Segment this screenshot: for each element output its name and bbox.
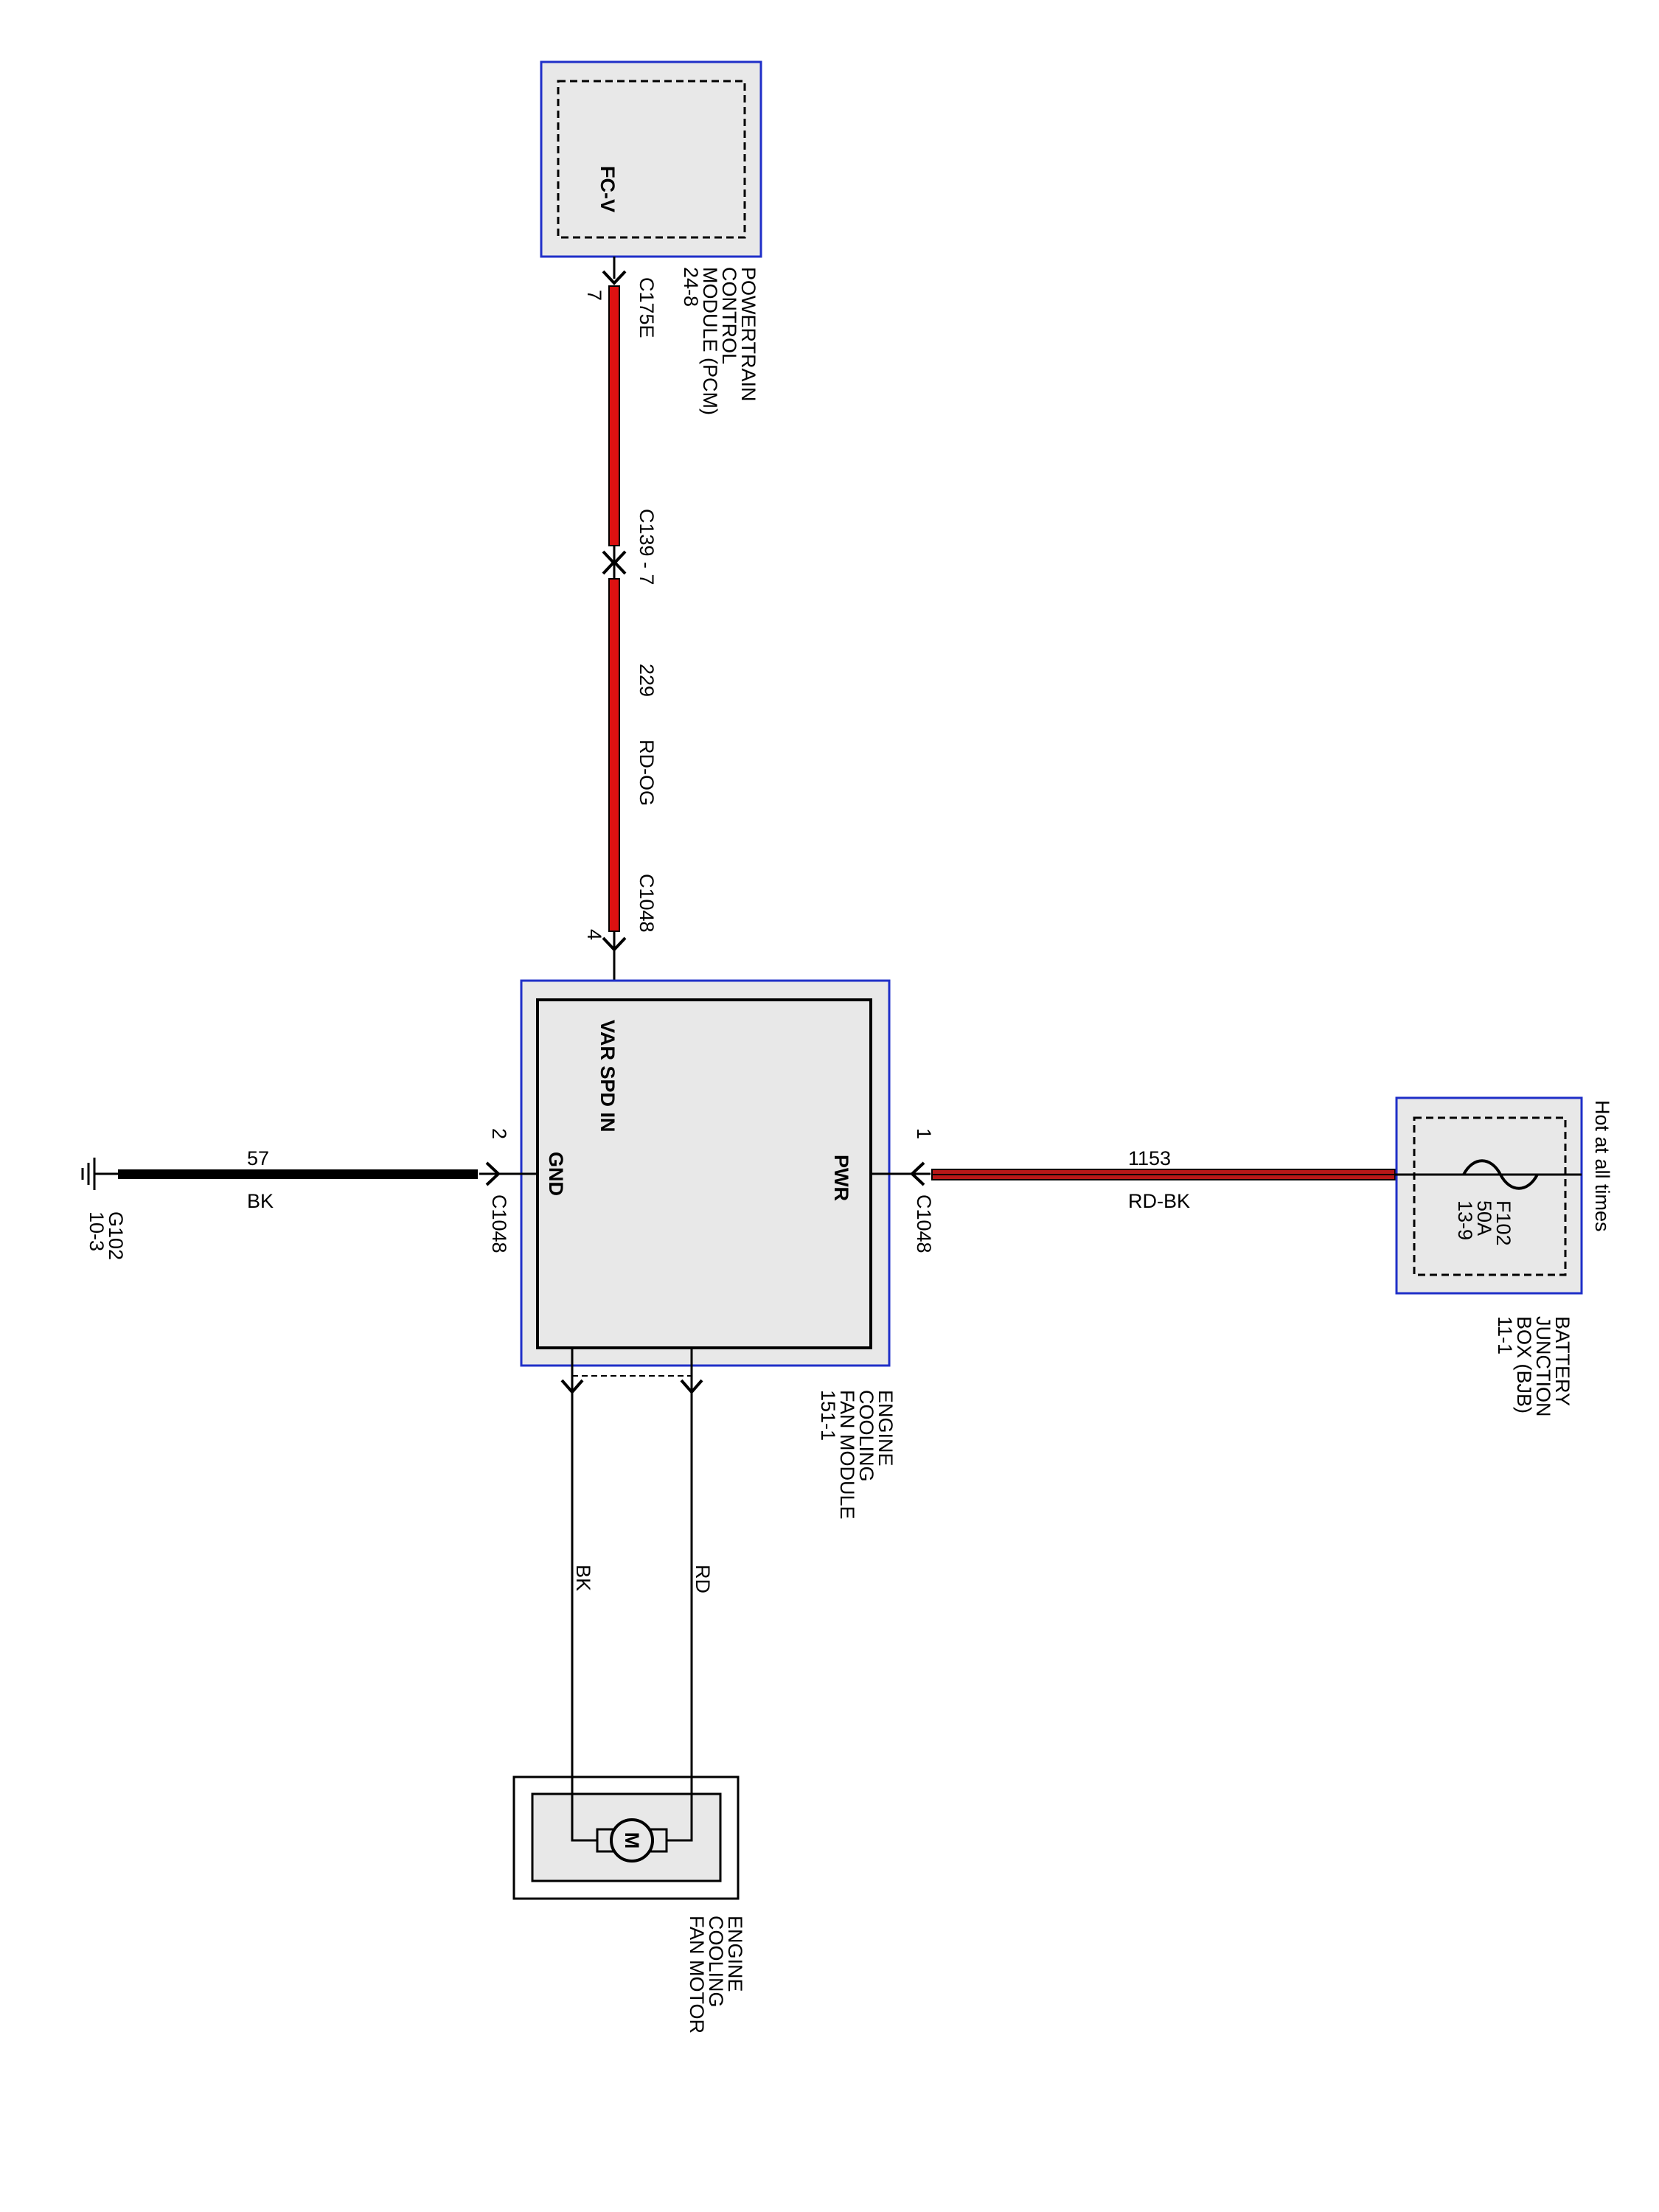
bjb-name: BATTERY JUNCTION BOX (BJB) 11-1	[1494, 1316, 1573, 1417]
bjb-name-line-4: 11-1	[1494, 1316, 1516, 1354]
fan-motor-name-line-3: FAN MOTOR	[686, 1916, 708, 2034]
motor-wires: BK RD	[560, 1348, 714, 1840]
motor-symbol: M	[621, 1832, 643, 1849]
connector-c1048-right-pin: 1	[913, 1128, 935, 1139]
wire-229-color: RD-OG	[636, 740, 658, 806]
fan-motor-name: ENGINE COOLING FAN MOTOR	[686, 1916, 746, 2034]
fuse-id: F102	[1492, 1200, 1514, 1246]
motor-wire-loop-rd	[667, 1794, 693, 1842]
ground-symbol-icon	[81, 1158, 118, 1190]
fan-module-name-line-3: FAN MODULE	[836, 1390, 858, 1520]
fan-module-name-line-2: COOLING	[855, 1390, 877, 1482]
pcm-module: FC-V POWERTRAIN CONTROL MODULE (PCM) 24-…	[540, 60, 762, 415]
connector-c175e-label: C175E	[636, 277, 658, 338]
connector-c175e-symbol	[602, 270, 627, 285]
fuse-ref: 13-9	[1454, 1200, 1476, 1240]
motor-connector-rd-symbol	[680, 1379, 703, 1395]
fan-motor: M ENGINE COOLING FAN MOTOR	[512, 1775, 746, 2034]
fan-module-pwr-label: PWR	[830, 1155, 852, 1201]
wire-57-bk	[118, 1169, 478, 1179]
wire-229-circuit: 229	[636, 664, 658, 697]
fan-motor-name-line-1: ENGINE	[724, 1916, 746, 1992]
motor-wire-rd-label: RD	[692, 1565, 714, 1593]
connector-c1048-right-label: C1048	[913, 1194, 935, 1253]
fan-module-gnd-label: GND	[545, 1152, 567, 1196]
connector-c1048-top-pin: 4	[583, 929, 605, 940]
fan-motor-name-line-2: COOLING	[705, 1916, 727, 2008]
connector-c1048-left-label: C1048	[488, 1194, 510, 1253]
ground-circuit: 57 BK 2 C1048 G102 10-3	[81, 1128, 538, 1260]
pcm-name-line-1: POWERTRAIN	[737, 267, 759, 402]
connector-c175e: C175E 7	[583, 257, 658, 338]
pcm-name: POWERTRAIN CONTROL MODULE (PCM) 24-8	[680, 267, 759, 415]
pcm-pin-label: FC-V	[597, 166, 619, 212]
bjb-inner-dashed	[1413, 1116, 1567, 1276]
bjb-name-line-2: JUNCTION	[1532, 1316, 1554, 1417]
pcm-name-line-4: 24-8	[680, 267, 702, 307]
connector-c139-symbol-bottom	[602, 560, 627, 575]
wire-1153-color: RD-BK	[1128, 1190, 1190, 1212]
power-circuit: 1153 RD-BK 1 C1048	[871, 1128, 1396, 1253]
fan-module-inner	[536, 998, 872, 1349]
ground-id: G102	[105, 1211, 127, 1260]
bjb-name-line-1: BATTERY	[1551, 1316, 1573, 1406]
wire-57-circuit: 57	[247, 1147, 269, 1169]
connector-c175e-pin: 7	[583, 290, 605, 301]
bjb-name-line-3: BOX (BJB)	[1513, 1316, 1535, 1413]
fan-motor-outer	[512, 1775, 740, 1900]
pcm-name-line-3: MODULE (PCM)	[699, 267, 721, 415]
fuse-rating: 50A	[1473, 1200, 1495, 1236]
fan-module-name-line-1: ENGINE	[874, 1390, 897, 1467]
connector-c1048-top-label: C1048	[636, 874, 658, 933]
connector-c1048-pin1-symbol	[910, 1161, 925, 1186]
fan-module-name: ENGINE COOLING FAN MODULE 151-1	[817, 1390, 897, 1520]
motor-wire-bk-label: BK	[572, 1565, 594, 1591]
connector-c1048-pin2-symbol	[485, 1161, 501, 1186]
motor-icon	[610, 1818, 654, 1863]
fan-module-var-spd-label: VAR SPD IN	[597, 1020, 619, 1133]
wire-1153-circuit: 1153	[1128, 1147, 1171, 1169]
wire-229-lower	[608, 578, 620, 932]
connector-c1048-pin4: C1048 4	[583, 874, 658, 1000]
ground-ref: 10-3	[86, 1211, 108, 1251]
connector-c1048-left-pin: 2	[488, 1128, 510, 1139]
bjb-module: F102 50A 13-9 Hot at all times BATTERY J…	[1395, 1096, 1613, 1417]
connector-c139: C139 - 7	[602, 509, 658, 585]
fuse-icon	[1462, 1159, 1539, 1190]
connector-c139-label: C139 - 7	[636, 509, 658, 585]
fan-module: VAR SPD IN GND PWR ENGINE COOLING FAN MO…	[520, 979, 897, 1520]
pcm-outline	[540, 60, 762, 258]
fan-module-name-line-4: 151-1	[817, 1390, 839, 1441]
bjb-outline	[1395, 1096, 1583, 1295]
motor-wire-loop	[571, 1794, 597, 1842]
bjb-hot-label: Hot at all times	[1591, 1100, 1613, 1232]
motor-connector-bk-symbol	[560, 1379, 584, 1395]
pcm-name-line-2: CONTROL	[718, 267, 740, 364]
fuse-text: F102 50A 13-9	[1454, 1200, 1514, 1246]
wire-57-color: BK	[247, 1190, 274, 1212]
pcm-inner-dashed	[557, 80, 746, 239]
wire-229-upper	[608, 285, 620, 546]
